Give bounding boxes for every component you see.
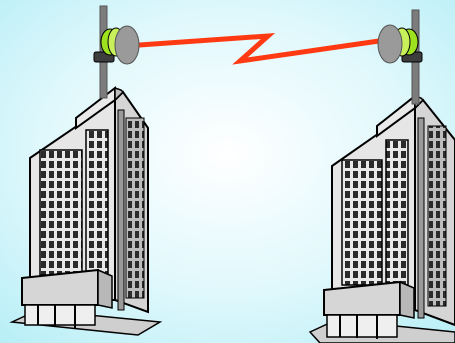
wireless-link-illustration: [0, 0, 455, 343]
